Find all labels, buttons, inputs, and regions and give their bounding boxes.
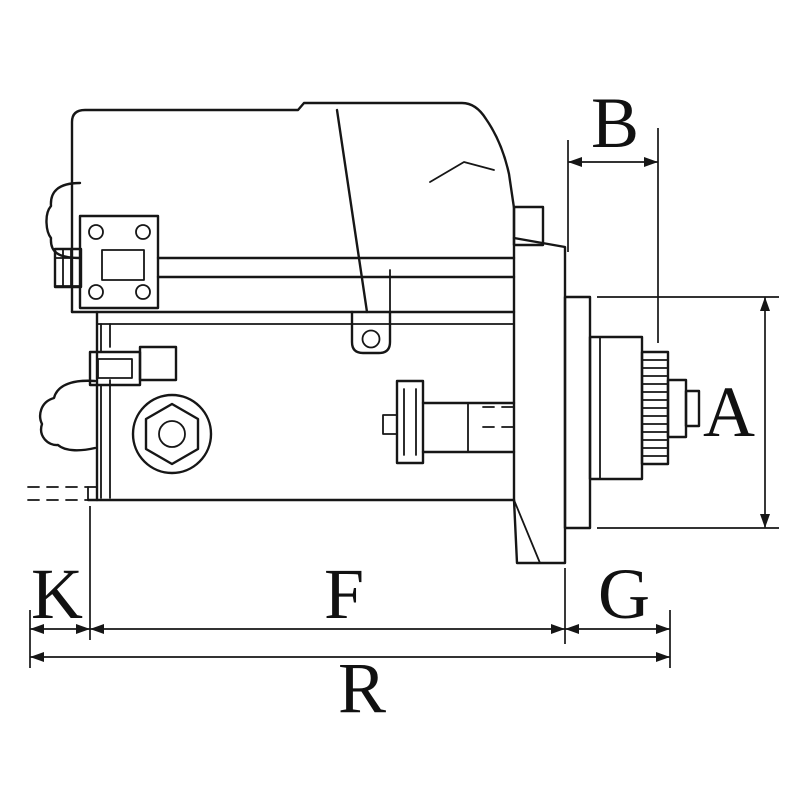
lower-bracket-bolt — [382, 414, 398, 435]
dimension-label-a: A — [703, 372, 755, 452]
flange-foot-diagonal — [513, 499, 541, 564]
left-upper-lobe — [45, 181, 82, 260]
terminal-lug — [429, 161, 495, 183]
shaft-end-pin — [684, 389, 701, 428]
terminal-bolt-hole — [88, 224, 104, 240]
mounting-flange — [512, 236, 567, 565]
bolt-tab — [350, 310, 392, 355]
left-upper-tab — [54, 257, 81, 287]
motor-yoke-outline — [70, 101, 516, 502]
lower-bracket-inner — [403, 388, 417, 456]
terminal-plate — [78, 214, 160, 310]
adapter-plate — [563, 295, 592, 530]
dimension-label-k: K — [31, 554, 83, 634]
lower-body-foot — [87, 486, 98, 501]
lower-bracket — [395, 379, 425, 465]
bearing-collar — [588, 335, 644, 481]
dimension-b: B — [567, 83, 659, 343]
hex-bolt-nut — [144, 402, 200, 466]
terminal-plate-inner — [101, 249, 145, 281]
clamp-block — [138, 345, 178, 382]
through-bolt-head-knurl — [62, 248, 72, 288]
dimension-label-g: G — [598, 554, 650, 634]
dimension-label-f: F — [324, 554, 364, 634]
hex-bolt-center — [158, 420, 186, 448]
terminal-bolt-hole — [88, 284, 104, 300]
dimension-label-r: R — [338, 648, 386, 728]
dimension-label-b: B — [591, 83, 639, 163]
flange-boss — [512, 205, 545, 247]
terminal-bolt-hole — [135, 284, 151, 300]
terminal-bolt-hole — [135, 224, 151, 240]
lower-left-lobe — [39, 379, 97, 452]
dimension-a: A — [597, 296, 779, 529]
pinion-gear-teeth — [641, 359, 669, 457]
shaft-end — [666, 378, 688, 439]
yoke-diagonal-seam — [335, 108, 369, 314]
hex-bolt-boss — [131, 393, 213, 475]
bolt-tab-hole — [361, 329, 381, 349]
starter-motor-drawing — [27, 101, 701, 565]
dimension-bottom-group: K F G R — [29, 506, 671, 728]
vertical-rod — [100, 323, 111, 499]
clamp-inner — [97, 358, 133, 379]
